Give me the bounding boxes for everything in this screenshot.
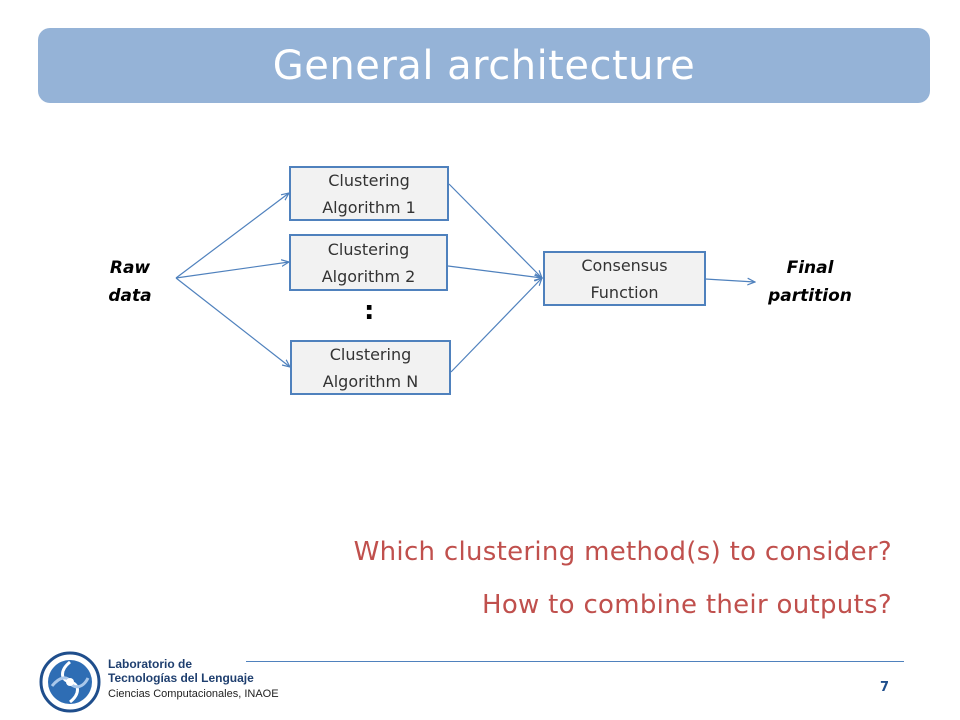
lab-logo-icon: [39, 651, 101, 713]
raw-data-label: Raw data: [108, 258, 152, 306]
clustering-algorithm-n-box: Clustering Algorithm N: [290, 340, 451, 395]
title-bar: General architecture: [38, 28, 930, 103]
final-partition-label: Final partition: [768, 258, 852, 306]
slide-title: General architecture: [272, 42, 696, 89]
arrow-raw-to-algorithm-n: [175, 277, 290, 367]
clustering-algorithm-1-box: Clustering Algorithm 1: [289, 166, 449, 221]
footer-divider: [246, 661, 904, 662]
lab-name-line2: Tecnologías del Lenguaje: [108, 671, 254, 685]
lab-name-line1: Laboratorio de: [108, 657, 193, 671]
arrow-algorithm-1-to-consensus: [448, 183, 542, 278]
arrow-algorithm-2-to-consensus: [447, 265, 542, 278]
question-combine-outputs: How to combine their outputs?: [482, 590, 892, 620]
clustering-algorithm-2-box: Clustering Algorithm 2: [289, 234, 448, 291]
arrow-algorithm-n-to-consensus: [450, 278, 542, 373]
question-clustering-methods: Which clustering method(s) to consider?: [353, 537, 892, 567]
consensus-function-box: Consensus Function: [543, 251, 706, 306]
arrow-raw-to-algorithm-1: [175, 193, 289, 279]
institution-name: Ciencias Computacionales, INAOE: [108, 688, 279, 700]
ellipsis-dots: :: [364, 296, 375, 326]
arrow-consensus-to-output: [704, 279, 755, 282]
page-number: 7: [880, 680, 890, 695]
arrow-raw-to-algorithm-2: [175, 262, 289, 279]
